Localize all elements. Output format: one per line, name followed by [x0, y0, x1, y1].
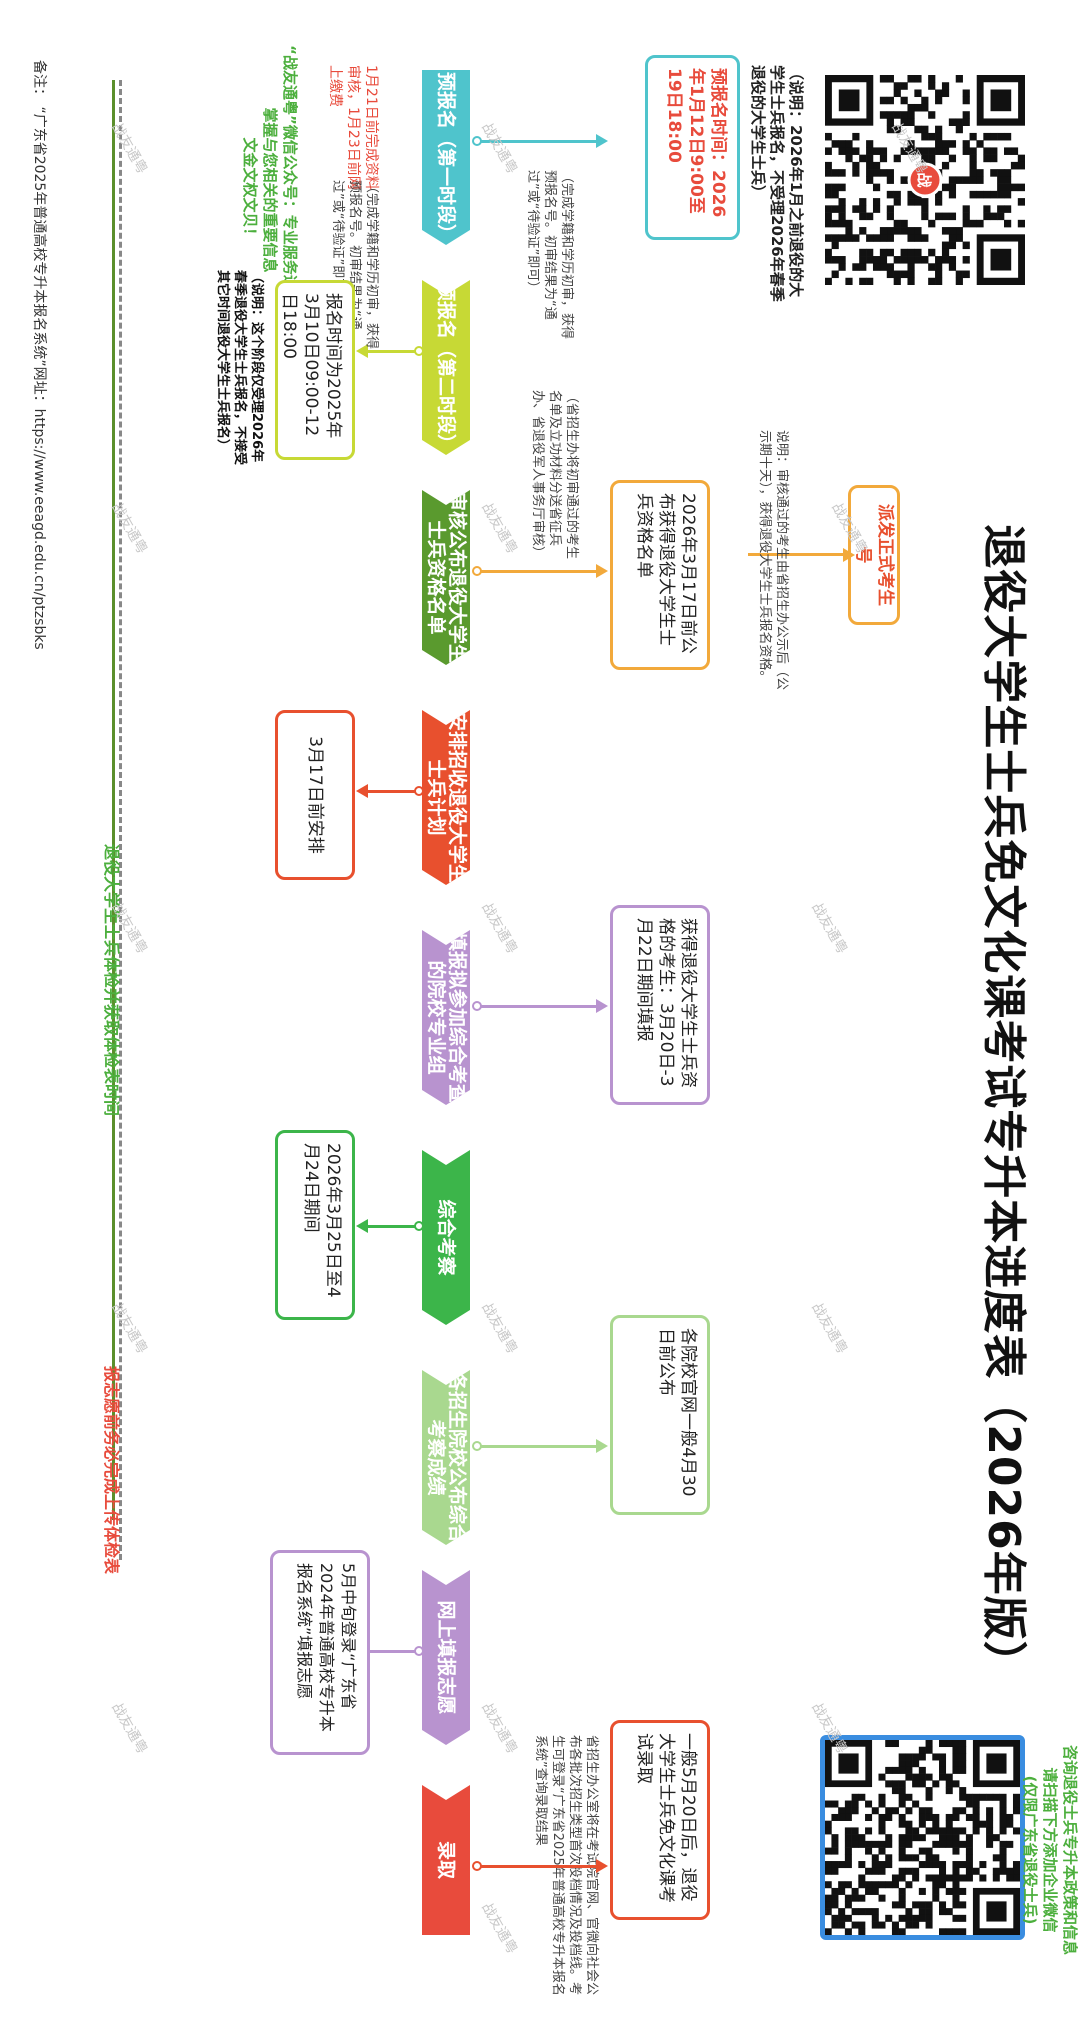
step-5: 填报拟参加综合考查的院校专业组 — [422, 930, 470, 1105]
watermark-text: 战友通粤 — [478, 1900, 521, 1957]
phase1-upper-note: （完成学籍和学历初审，获得预报名号。初审结果为“通过”或“待验证”即可） — [525, 170, 574, 340]
phase2-upper-note: （省招生办将初审通过的考生名单及立功材料分送省征兵办、省退役军人事务厅审核） — [530, 390, 579, 560]
step-2: 预报名（第二时段） — [422, 280, 470, 455]
connector-dot — [414, 346, 424, 356]
step-8: 网上填报志愿 — [422, 1570, 470, 1745]
prereg-time-text: 预报名时间：2026年1月12日9:00至19日18:00 — [664, 68, 728, 218]
connector-dot — [472, 1001, 482, 1011]
connector-dot — [472, 136, 482, 146]
connector-line — [360, 350, 415, 353]
exam-period-text: 2026年3月25日至4月24日期间 — [301, 1143, 343, 1298]
step-7: 各招生院校公布综合考察成绩 — [422, 1370, 470, 1545]
watermark-text: 战友通粤 — [478, 1300, 521, 1357]
vertical-note-2: 报志愿前务必完成上传体检表 — [102, 1365, 121, 1574]
top-note: （说明：2026年1月之前退役的大学生士兵报名，不受理2026年春季退役的大学生… — [749, 65, 805, 302]
arrow-head — [596, 1859, 608, 1873]
watermark-text: 战友通粤 — [478, 900, 521, 957]
enterprise-wechat-qr — [820, 1735, 1025, 1940]
step-label: 安排招收退役大学生士兵计划 — [425, 711, 468, 883]
step-3: 审核公布退役大学生士兵资格名单 — [422, 490, 470, 665]
arrow-head — [356, 784, 368, 798]
footer: 备注： “广东省2025年普通高校专升本报名系统”网址：https://www.… — [30, 60, 50, 960]
qualification-list-box: 2026年3月17日前公布获得退役大学生士兵资格名单 — [610, 480, 710, 670]
arrow-head — [596, 1439, 608, 1453]
score-publish-text: 各院校官网一般4月30日前公布 — [656, 1328, 698, 1497]
step-label: 网上填报志愿 — [435, 1600, 458, 1715]
connector-dot — [472, 1861, 482, 1871]
arrow-head — [596, 999, 608, 1013]
score-publish-box: 各院校官网一般4月30日前公布 — [610, 1315, 710, 1515]
step-label: 预报名（第二时段） — [435, 281, 458, 453]
admission-note: 省招生办公室将在考试院官网、官微向社会公布各批次招生类型首次投档情况及投档线。考… — [533, 1735, 599, 1996]
connector-dot — [414, 1646, 424, 1656]
step-label: 各招生院校公布综合考察成绩 — [425, 1371, 468, 1543]
qr-logo-label: 战 — [915, 172, 933, 187]
watermark-text: 战友通粤 — [808, 900, 851, 957]
watermark-text: 战友通粤 — [808, 1300, 851, 1357]
admission-text: 一般5月20日后，退役大学生士兵免文化课考试录取 — [634, 1733, 698, 1903]
prereg-time-box: 预报名时间：2026年1月12日9:00至19日18:00 — [645, 55, 740, 240]
connector-line — [475, 1865, 600, 1868]
step-1: 预报名（第一时段） — [422, 70, 470, 245]
phase2-time-box: 报名时间为2025年3月10日09:00-12日18:00 — [275, 280, 355, 460]
connector-line — [475, 570, 600, 573]
vertical-note-1: 退役大学生士兵体检并获取体检表时间 — [102, 843, 121, 1116]
qualification-list-text: 2026年3月17日前公布获得退役大学生士兵资格名单 — [634, 493, 698, 654]
plan-arrange-text: 3月17日前安排 — [305, 736, 325, 854]
phase2-time-text: 报名时间为2025年3月10日09:00-12日18:00 — [279, 293, 343, 439]
step-label: 审核公布退役大学生士兵资格名单 — [425, 491, 468, 663]
banner-line: 咨询退役士兵专升本政策和信息 — [1061, 1744, 1079, 1955]
step-9: 录取 — [422, 1785, 470, 1935]
step-label: 录取 — [435, 1840, 458, 1879]
page-title: 退役大学生士兵免文化课考试专升本进度表（2026年版） — [978, 524, 1029, 1686]
connector-line — [360, 790, 415, 793]
phase2-bold-note: （说明：这个阶段仅受理2026年春季退役大学生士兵报名，不接受其它时间退役大学生… — [215, 270, 264, 466]
watermark-text: 战友通粤 — [478, 1700, 521, 1757]
watermark-text: 战友通粤 — [808, 1700, 851, 1757]
connector-dot — [472, 566, 482, 576]
watermark-text: 战友通粤 — [478, 500, 521, 557]
admission-box: 一般5月20日后，退役大学生士兵免文化课考试录取 — [610, 1720, 710, 1920]
wechat-official-qr: 战 — [824, 75, 1025, 286]
connector-dot — [472, 1441, 482, 1451]
plan-arrange-box: 3月17日前安排 — [275, 710, 355, 880]
arrow-head — [596, 564, 608, 578]
fill-program-text: 获得退役大学生士兵资格的考生：3月20日-3月22日期间填报 — [634, 918, 698, 1088]
step-4: 安排招收退役大学生士兵计划 — [422, 710, 470, 885]
connector-line — [475, 1005, 600, 1008]
volunteer-fill-text: 5月中旬登录“广东省2024年普通高校专升本报名系统”填报志愿 — [295, 1563, 358, 1732]
connector-dot — [414, 1221, 424, 1231]
watermark-text: 战友通粤 — [108, 1700, 151, 1757]
step-label: 综合考察 — [435, 1199, 458, 1276]
footer-text: “广东省2025年普通高校专升本报名系统”网址：https://www.eeag… — [31, 106, 47, 650]
arrow-head — [356, 1219, 368, 1233]
step-6: 综合考察 — [422, 1150, 470, 1325]
volunteer-fill-box: 5月中旬登录“广东省2024年普通高校专升本报名系统”填报志愿 — [270, 1550, 370, 1755]
connector-line — [475, 1445, 600, 1448]
connector-line — [360, 1225, 415, 1228]
exam-period-box: 2026年3月25日至4月24日期间 — [275, 1130, 355, 1320]
footer-label: 备注： — [31, 60, 47, 102]
banner-line: 请扫描下方添加企业微信 — [1041, 1767, 1059, 1933]
step-label: 填报拟参加综合考查的院校专业组 — [425, 931, 468, 1103]
arrow-head — [596, 134, 608, 148]
connector-dot — [414, 786, 424, 796]
step-label: 预报名（第一时段） — [435, 71, 458, 243]
watermark-text: 战友通粤 — [478, 120, 521, 177]
review-note: 说明：审核通过的考生由省招生办公示后（公示期十天），获得退役大学生士兵报名资格。 — [757, 430, 789, 691]
fill-program-box: 获得退役大学生士兵资格的考生：3月20日-3月22日期间填报 — [610, 905, 710, 1105]
